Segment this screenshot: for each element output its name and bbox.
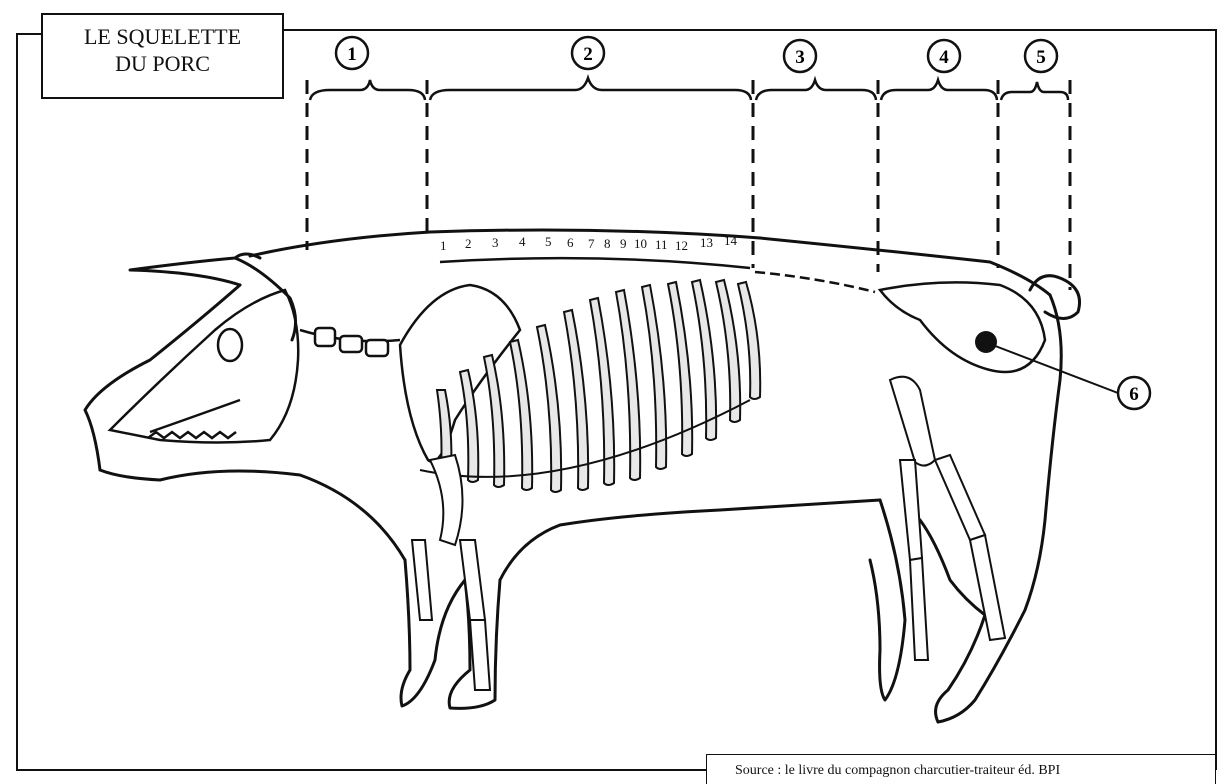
front-leg-bones	[412, 455, 490, 690]
title-line-2: DU PORC	[43, 50, 282, 77]
source-caption: Source : le livre du compagnon charcutie…	[706, 754, 1216, 784]
svg-text:3: 3	[795, 47, 805, 68]
svg-text:5: 5	[1036, 47, 1046, 68]
svg-text:5: 5	[545, 234, 552, 249]
hind-leg-bones	[890, 377, 1005, 660]
diagram-title: LE SQUELETTE DU PORC	[41, 13, 284, 99]
svg-text:10: 10	[634, 236, 647, 251]
svg-text:3: 3	[492, 235, 499, 250]
svg-text:2: 2	[465, 236, 472, 251]
section-marker-4: 4	[928, 40, 960, 72]
svg-text:6: 6	[1129, 384, 1139, 405]
svg-text:14: 14	[724, 233, 738, 248]
section-marker-2: 2	[572, 37, 604, 69]
svg-text:2: 2	[583, 44, 593, 65]
svg-text:1: 1	[440, 238, 447, 253]
outer-frame	[17, 30, 1216, 770]
svg-text:12: 12	[675, 238, 688, 253]
pelvis	[880, 282, 1045, 372]
svg-text:1: 1	[347, 44, 357, 65]
svg-text:8: 8	[604, 236, 611, 251]
section-marker-5: 5	[1025, 40, 1057, 72]
svg-text:4: 4	[519, 234, 526, 249]
svg-text:6: 6	[567, 235, 574, 250]
svg-text:9: 9	[620, 236, 627, 251]
svg-text:7: 7	[588, 236, 595, 251]
title-line-1: LE SQUELETTE	[43, 23, 282, 50]
rib-numbers: 1 2 3 4 5 6 7 8 9 10 11 12 13 14	[440, 233, 738, 253]
svg-text:4: 4	[939, 47, 949, 68]
section-marker-3: 3	[784, 40, 816, 72]
section-braces	[310, 78, 1068, 100]
section-marker-1: 1	[336, 37, 368, 69]
svg-text:13: 13	[700, 235, 713, 250]
svg-text:11: 11	[655, 237, 668, 252]
spine	[300, 258, 875, 356]
